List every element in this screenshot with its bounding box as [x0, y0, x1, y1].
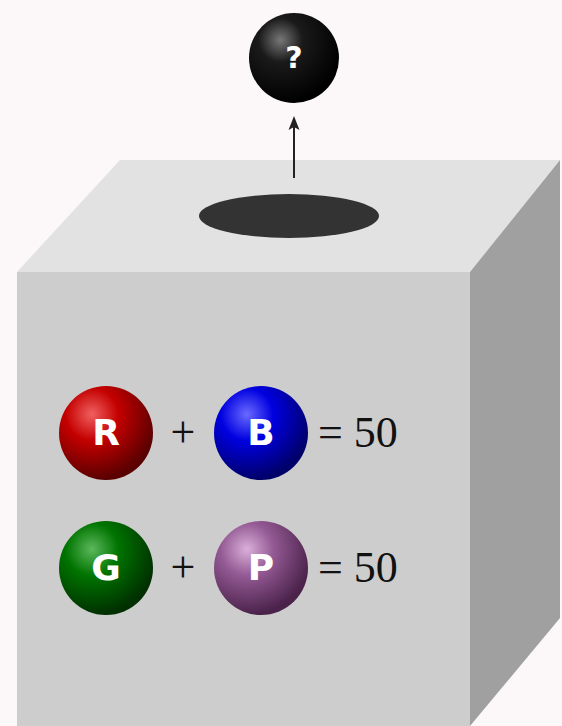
blue-ball: B: [214, 386, 308, 480]
ball-letter: ?: [285, 43, 302, 73]
ball-letter: R: [92, 415, 120, 451]
box-side-face: [470, 160, 560, 726]
up-arrow-head: [289, 116, 300, 130]
green-ball: G: [59, 521, 153, 615]
ball-letter: B: [247, 415, 274, 451]
ball-circle: [59, 386, 153, 480]
purple-ball: P: [214, 521, 308, 615]
red-ball: R: [59, 386, 153, 480]
plus-sign: +: [171, 546, 196, 590]
box-hole: [199, 194, 379, 238]
ball-circle: [214, 386, 308, 480]
ball-letter: G: [91, 550, 121, 586]
box-front-face: [17, 272, 470, 726]
up-arrow-line: [293, 126, 295, 178]
ball-circle: [214, 521, 308, 615]
plus-sign: +: [171, 411, 196, 455]
sum-value: = 50: [318, 411, 398, 455]
mystery-ball: ?: [249, 13, 339, 103]
ball-circle: [249, 13, 339, 103]
ball-letter: P: [248, 550, 274, 586]
ball-circle: [59, 521, 153, 615]
sum-value: = 50: [318, 546, 398, 590]
box-top-face: [17, 160, 560, 272]
